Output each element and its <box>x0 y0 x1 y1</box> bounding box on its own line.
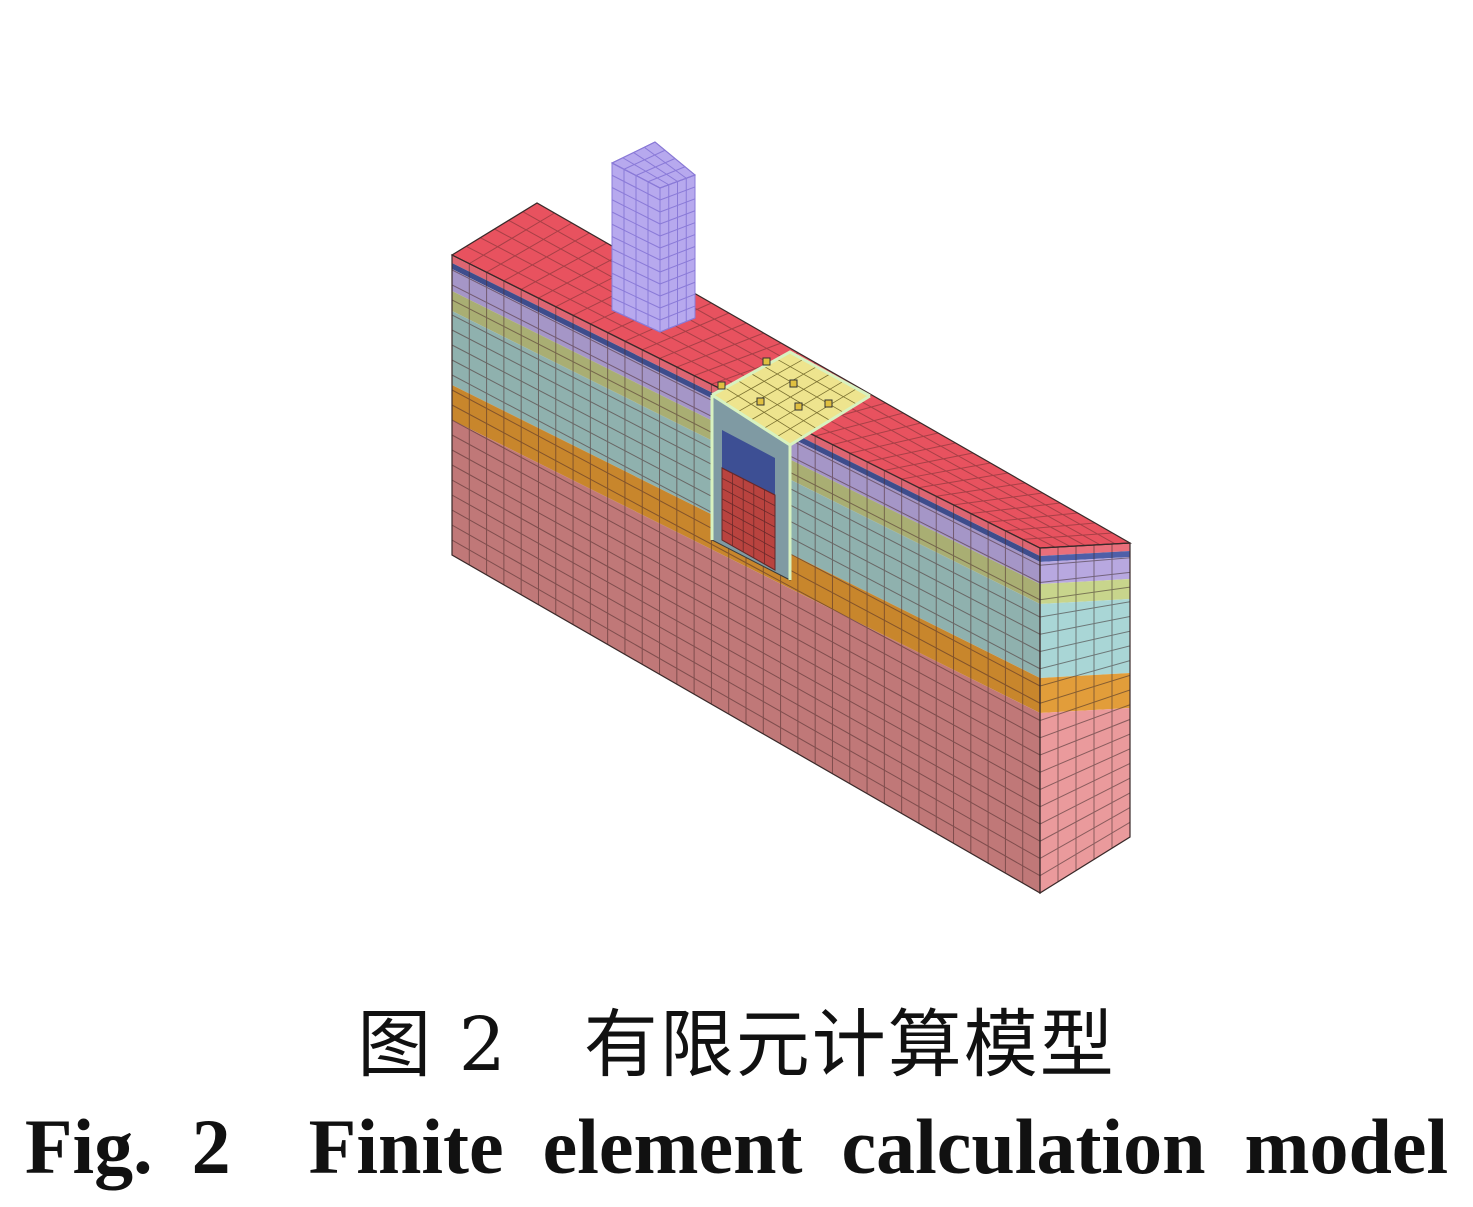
finite-element-model <box>450 141 1133 895</box>
excavation-pit <box>710 350 871 581</box>
building-frame <box>610 141 696 333</box>
figure-caption-english: Fig. 2 Finite element calculation model <box>24 1103 1449 1190</box>
figure-caption-chinese: 图 2 有限元计算模型 <box>357 1002 1116 1088</box>
